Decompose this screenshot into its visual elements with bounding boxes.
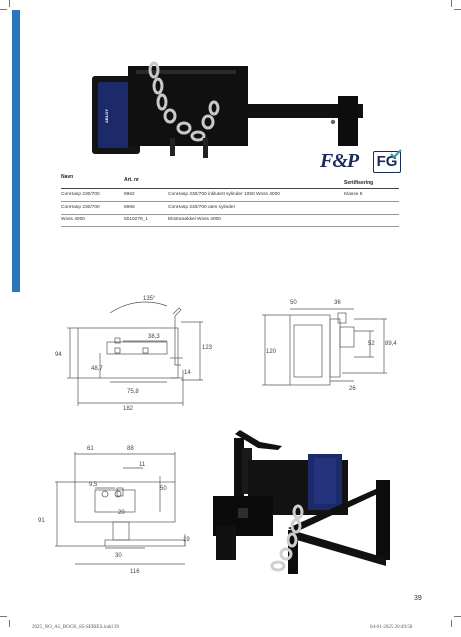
- dim-89-4: 89,4: [385, 341, 397, 347]
- dim-123: 123: [202, 345, 213, 351]
- chapter-color-bar: [12, 10, 20, 292]
- checkmark-icon: [390, 149, 402, 159]
- dim-52: 52: [368, 341, 375, 347]
- cell-beskrivelse: ConHasp 230/700 uten sylinder: [168, 205, 236, 210]
- table-rule: [61, 226, 399, 227]
- table-rule: [61, 201, 399, 202]
- svg-text:50: 50: [290, 300, 297, 306]
- crop-mark: [9, 0, 10, 7]
- technical-drawing-front: 135° 38,3 94 123 48,7 14 75,8 182: [55, 296, 213, 412]
- svg-text:123: 123: [202, 345, 213, 351]
- dim-30: 30: [115, 553, 122, 559]
- dim-50: 50: [290, 300, 297, 306]
- svg-text:30: 30: [115, 553, 122, 559]
- cell-artnr: 8962: [124, 192, 135, 197]
- dim-38-3: 38,3: [148, 334, 160, 340]
- dim-20: 20: [118, 510, 125, 516]
- col-header-sertifisering: Sertifisering: [344, 180, 374, 186]
- svg-text:9,5: 9,5: [89, 482, 98, 488]
- svg-text:61: 61: [87, 446, 94, 452]
- table-rule: [61, 214, 399, 215]
- svg-text:182: 182: [123, 406, 134, 412]
- svg-text:116: 116: [130, 569, 140, 575]
- dim-120: 120: [266, 349, 277, 355]
- svg-text:14: 14: [184, 370, 191, 376]
- dim-48-7: 48,7: [91, 366, 103, 372]
- dim-36: 36: [334, 300, 341, 306]
- print-footer-timestamp: 04-01-2025 20:49:58: [370, 625, 413, 630]
- svg-text:75,8: 75,8: [127, 389, 139, 395]
- svg-text:91: 91: [38, 518, 45, 524]
- dim-94: 94: [55, 352, 62, 358]
- cell-sertifisering: Klasse 5: [344, 192, 363, 197]
- svg-text:135°: 135°: [143, 296, 156, 302]
- svg-text:88: 88: [127, 446, 134, 452]
- cell-navn: ConHasp 230/700: [61, 192, 100, 197]
- dim-11: 11: [139, 462, 146, 468]
- dim-9-5: 9,5: [89, 482, 98, 488]
- crop-mark: [451, 0, 452, 7]
- product-photo-hasp: ABLOY: [92, 61, 363, 158]
- dim-50: 50: [160, 486, 167, 492]
- dim-182: 182: [123, 406, 134, 412]
- crop-mark: [454, 9, 461, 10]
- page-number: 39: [414, 595, 422, 602]
- cell-artnr: 8966: [124, 205, 135, 210]
- table-rule: [61, 188, 399, 189]
- dim-14: 14: [184, 370, 191, 376]
- crop-mark: [454, 616, 461, 617]
- crop-mark: [0, 9, 7, 10]
- svg-text:19: 19: [183, 537, 190, 543]
- cell-navn: ConHasp 230/700: [61, 205, 100, 210]
- svg-text:36: 36: [334, 300, 341, 306]
- col-header-navn: Navn: [61, 174, 74, 180]
- dim-88: 88: [127, 446, 134, 452]
- dim-angle: 135°: [143, 296, 156, 302]
- cell-artnr: 5010279_1: [124, 217, 149, 222]
- print-footer-filename: 2025_NO_A5_ROCK_85-SERIES.indd 39: [32, 625, 119, 630]
- col-header-artnr: Art. nr: [124, 177, 139, 183]
- svg-text:48,7: 48,7: [91, 366, 103, 372]
- technical-drawing-top: 61 88 11 9,5 50 20 91 19 30 116: [38, 446, 190, 575]
- dim-116: 116: [130, 569, 140, 575]
- dim-91: 91: [38, 518, 45, 524]
- svg-text:20: 20: [118, 510, 125, 516]
- svg-text:120: 120: [266, 349, 277, 355]
- dim-61: 61: [87, 446, 94, 452]
- svg-text:38,3: 38,3: [148, 334, 160, 340]
- dim-26: 26: [349, 386, 356, 392]
- lock-label-text: ABLOY: [104, 109, 109, 123]
- fg-certification-mark: FG: [373, 151, 401, 173]
- cell-beskrivelse: Ekstranøkkel Woss 4000: [168, 217, 221, 222]
- dim-75-8: 75,8: [127, 389, 139, 395]
- svg-text:89,4: 89,4: [385, 341, 397, 347]
- svg-text:ABLOY: ABLOY: [104, 109, 109, 123]
- crop-mark: [9, 620, 10, 627]
- svg-text:26: 26: [349, 386, 356, 392]
- crop-mark: [451, 620, 452, 627]
- fp-logo: F&P: [320, 150, 359, 172]
- dim-19: 19: [183, 537, 190, 543]
- technical-drawing-side: 50 36 52 89,4 120 26: [262, 300, 397, 392]
- product-photo-hasp-open: [213, 430, 390, 574]
- crop-mark: [0, 616, 7, 617]
- svg-text:11: 11: [139, 462, 146, 468]
- svg-text:52: 52: [368, 341, 375, 347]
- cell-navn: Woss 4000: [61, 217, 85, 222]
- cell-beskrivelse: ConHasp 230/700 inklutert sylinder 1050 …: [168, 192, 280, 197]
- svg-text:50: 50: [160, 486, 167, 492]
- svg-text:94: 94: [55, 352, 62, 358]
